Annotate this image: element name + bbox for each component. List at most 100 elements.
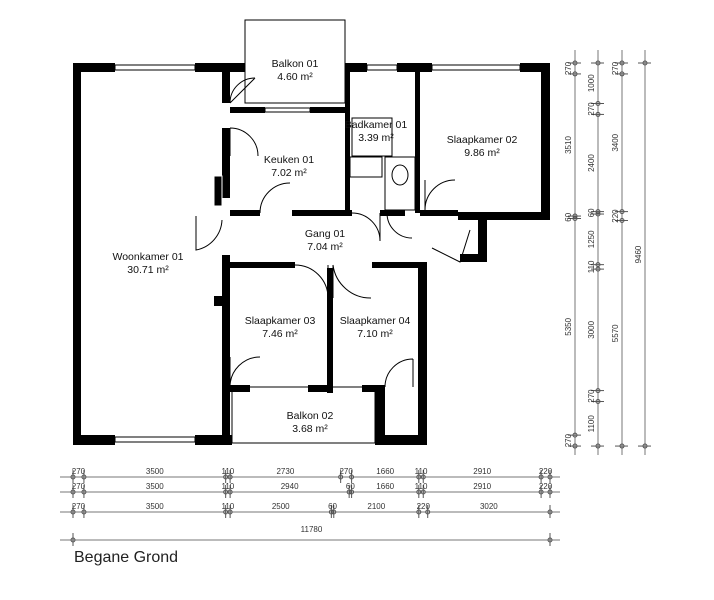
room-name: Balkon 01 bbox=[272, 58, 319, 70]
dimension-tick bbox=[425, 509, 431, 515]
dimension-label: 2500 bbox=[272, 502, 290, 511]
dimension-label: 11780 bbox=[301, 525, 323, 534]
dimension-tick bbox=[595, 211, 601, 217]
dimension-tick bbox=[538, 489, 544, 495]
dimension-tick bbox=[420, 474, 426, 480]
dimension-label: 270 bbox=[72, 467, 86, 476]
dimension-label: 110 bbox=[222, 482, 235, 491]
dimension-label: 270 bbox=[611, 61, 620, 75]
dimension-tick bbox=[572, 443, 578, 449]
dimension-label: 60 bbox=[328, 502, 337, 511]
dimension-tick bbox=[547, 509, 553, 515]
walls bbox=[73, 63, 550, 445]
dimension-tick bbox=[81, 474, 87, 480]
room-name: Keuken 01 bbox=[264, 154, 314, 166]
dimension-label: 220 bbox=[539, 467, 553, 476]
dimension-label: 270 bbox=[72, 502, 86, 511]
dimension-label: 60 bbox=[587, 208, 596, 217]
dimension-tick bbox=[595, 100, 601, 106]
dimension-label: 110 bbox=[415, 467, 428, 476]
room-name: Gang 01 bbox=[305, 228, 345, 240]
dimension-tick bbox=[227, 509, 233, 515]
dimension-label: 3400 bbox=[611, 133, 620, 151]
dimension-label: 3020 bbox=[480, 502, 498, 511]
dimension-tick bbox=[338, 474, 344, 480]
dimension-tick bbox=[538, 474, 544, 480]
room-area: 9.86 m² bbox=[464, 147, 500, 159]
dimension-label: 3500 bbox=[146, 482, 164, 491]
dimension-label: 270 bbox=[72, 482, 86, 491]
dimension-label: 2100 bbox=[367, 502, 385, 511]
dimension-label: 220 bbox=[417, 502, 431, 511]
dimension-label: 3500 bbox=[146, 502, 164, 511]
dimension-label: 5570 bbox=[611, 324, 620, 342]
dimension-tick bbox=[572, 71, 578, 77]
plan-title: Begane Grond bbox=[74, 549, 179, 566]
room-area: 30.71 m² bbox=[127, 264, 169, 276]
room-area: 3.39 m² bbox=[358, 132, 394, 144]
room-name: Slaapkamer 03 bbox=[245, 315, 316, 327]
dimension-label: 1250 bbox=[587, 230, 596, 248]
dimension-label: 60 bbox=[346, 482, 355, 491]
dimension-tick bbox=[595, 399, 601, 405]
dimension-label: 270 bbox=[587, 102, 596, 116]
dimension-tick bbox=[349, 489, 355, 495]
dimension-label: 270 bbox=[564, 433, 573, 447]
dimension-tick bbox=[70, 537, 76, 543]
room-name: Slaapkamer 04 bbox=[340, 315, 411, 327]
dimension-tick bbox=[81, 509, 87, 515]
room-area: 4.60 m² bbox=[277, 71, 313, 83]
dimension-label: 2910 bbox=[473, 482, 491, 491]
room-labels: Balkon 014.60 m² Badkamer 013.39 m² Slaapk… bbox=[112, 58, 517, 435]
dimension-label: 220 bbox=[539, 482, 553, 491]
room-name: Balkon 02 bbox=[287, 410, 334, 422]
room-area: 7.02 m² bbox=[271, 167, 307, 179]
dimension-tick bbox=[572, 215, 578, 221]
dimension-tick bbox=[595, 60, 601, 66]
dimension-tick bbox=[547, 474, 553, 480]
dimension-tick bbox=[70, 489, 76, 495]
dimension-label: 60 bbox=[564, 212, 573, 221]
dimension-tick bbox=[619, 443, 625, 449]
room-name: Badkamer 01 bbox=[345, 119, 408, 131]
dimension-tick bbox=[595, 443, 601, 449]
dimension-label: 270 bbox=[564, 61, 573, 75]
room-name: Woonkamer 01 bbox=[112, 251, 183, 263]
dimension-label: 110 bbox=[587, 260, 596, 273]
dimension-label: 5350 bbox=[564, 317, 573, 335]
dimension-label: 3500 bbox=[146, 467, 164, 476]
dimension-label: 3000 bbox=[587, 320, 596, 338]
room-area: 3.68 m² bbox=[292, 423, 328, 435]
room-name: Slaapkamer 02 bbox=[447, 134, 518, 146]
dimension-tick bbox=[70, 509, 76, 515]
dimension-tick bbox=[572, 432, 578, 438]
dimension-tick bbox=[595, 111, 601, 117]
dimension-tick bbox=[349, 474, 355, 480]
dimension-tick bbox=[416, 509, 422, 515]
dimension-tick bbox=[642, 443, 648, 449]
dimension-label: 3510 bbox=[564, 136, 573, 154]
dimension-tick bbox=[642, 60, 648, 66]
dimension-tick bbox=[619, 60, 625, 66]
dimension-tick bbox=[619, 71, 625, 77]
dimension-label: 220 bbox=[611, 209, 620, 223]
dimension-tick bbox=[619, 218, 625, 224]
dimension-label: 110 bbox=[222, 467, 235, 476]
dimension-tick bbox=[420, 489, 426, 495]
dimension-tick bbox=[331, 509, 337, 515]
dimension-label: 9460 bbox=[634, 245, 643, 263]
dimension-tick bbox=[70, 474, 76, 480]
dimension-tick bbox=[595, 266, 601, 272]
dimension-label: 270 bbox=[587, 389, 596, 403]
dimension-tick bbox=[227, 489, 233, 495]
dimension-label: 1000 bbox=[587, 74, 596, 92]
dimension-tick bbox=[547, 489, 553, 495]
windows-and-doors bbox=[114, 19, 521, 444]
room-area: 7.46 m² bbox=[262, 328, 298, 340]
dimension-label: 2730 bbox=[276, 467, 294, 476]
dimension-tick bbox=[572, 60, 578, 66]
dimension-label: 2940 bbox=[281, 482, 299, 491]
dimension-label: 110 bbox=[222, 502, 235, 511]
